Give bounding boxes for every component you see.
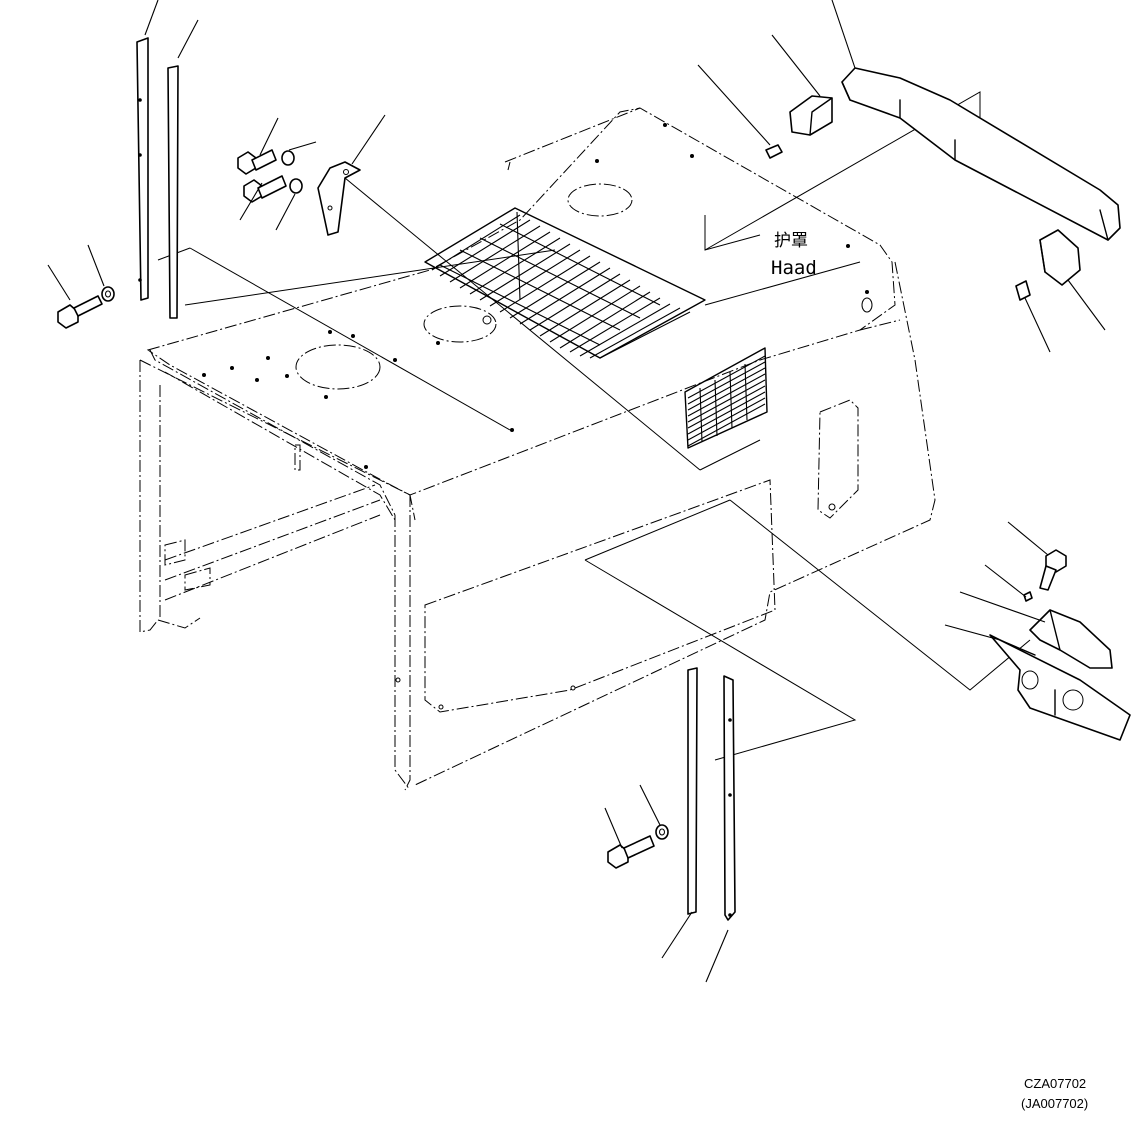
hood-label-en: Haad: [771, 257, 817, 279]
hood-body: [139, 107, 936, 791]
rail-cap-right: [1015, 229, 1081, 301]
bolt-right: [1023, 549, 1067, 602]
hood-label-cn: 护罩: [774, 231, 808, 251]
side-louver: [684, 347, 768, 449]
bolt-left-lower: [57, 286, 115, 329]
drawing-code: CZA07702: [1024, 1076, 1086, 1091]
drawing-code-alt: (JA007702): [1021, 1096, 1088, 1111]
seal-strip-left: [136, 37, 179, 319]
leader-lines: [47, 0, 1106, 983]
bolt-lower: [607, 824, 669, 869]
side-bracket: [989, 609, 1131, 741]
rail-cap-left: [765, 95, 833, 159]
top-grille: [424, 207, 706, 359]
seal-strip-lower: [687, 667, 736, 921]
bolts-upper: [237, 149, 303, 203]
bracket-upper: [317, 161, 361, 236]
top-rail: [841, 67, 1121, 241]
